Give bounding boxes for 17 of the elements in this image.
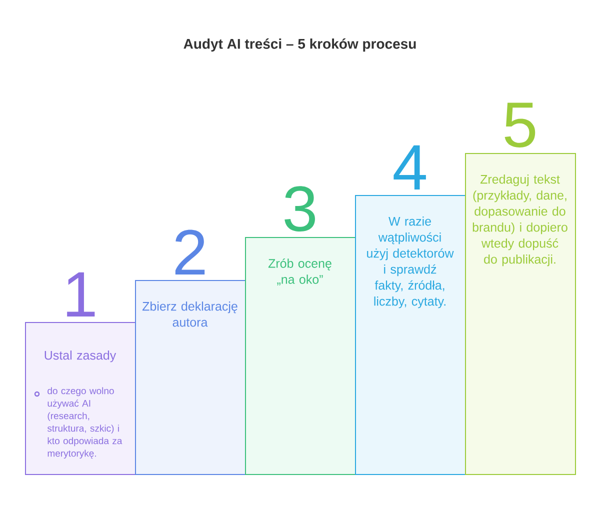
step-number: 3: [284, 186, 315, 232]
step-number: 1: [67, 272, 95, 316]
step-box: [465, 153, 576, 475]
step-box: [355, 195, 466, 475]
step-text: Zbierz deklarację autora: [142, 302, 238, 327]
step-number: 4: [394, 145, 426, 190]
step-text: Zredaguj tekst (przykłady, dane, dopasowanie do brandu) i dopiero wtedy dopuść do publikacji.: [472, 174, 568, 266]
step-heading: Ustal zasady: [44, 350, 116, 362]
step-box: [245, 237, 356, 475]
step-text: W razie wątpliwości użyj detektorów i sprawdź fakty, źródła, liczby, cytaty.: [367, 216, 454, 308]
step-number: 2: [175, 230, 205, 274]
title: Audyt AI treści – 5 kroków procesu: [184, 38, 416, 52]
step-box: [25, 322, 136, 475]
step-number: 5: [504, 102, 536, 148]
step-text: Zrób ocenę „na oko”: [268, 258, 332, 286]
step-box: [135, 280, 246, 475]
bullet-text: do czego wolno używać AI (research, struktura, szkic) i kto odpowiada za merytorykę.: [47, 387, 122, 459]
